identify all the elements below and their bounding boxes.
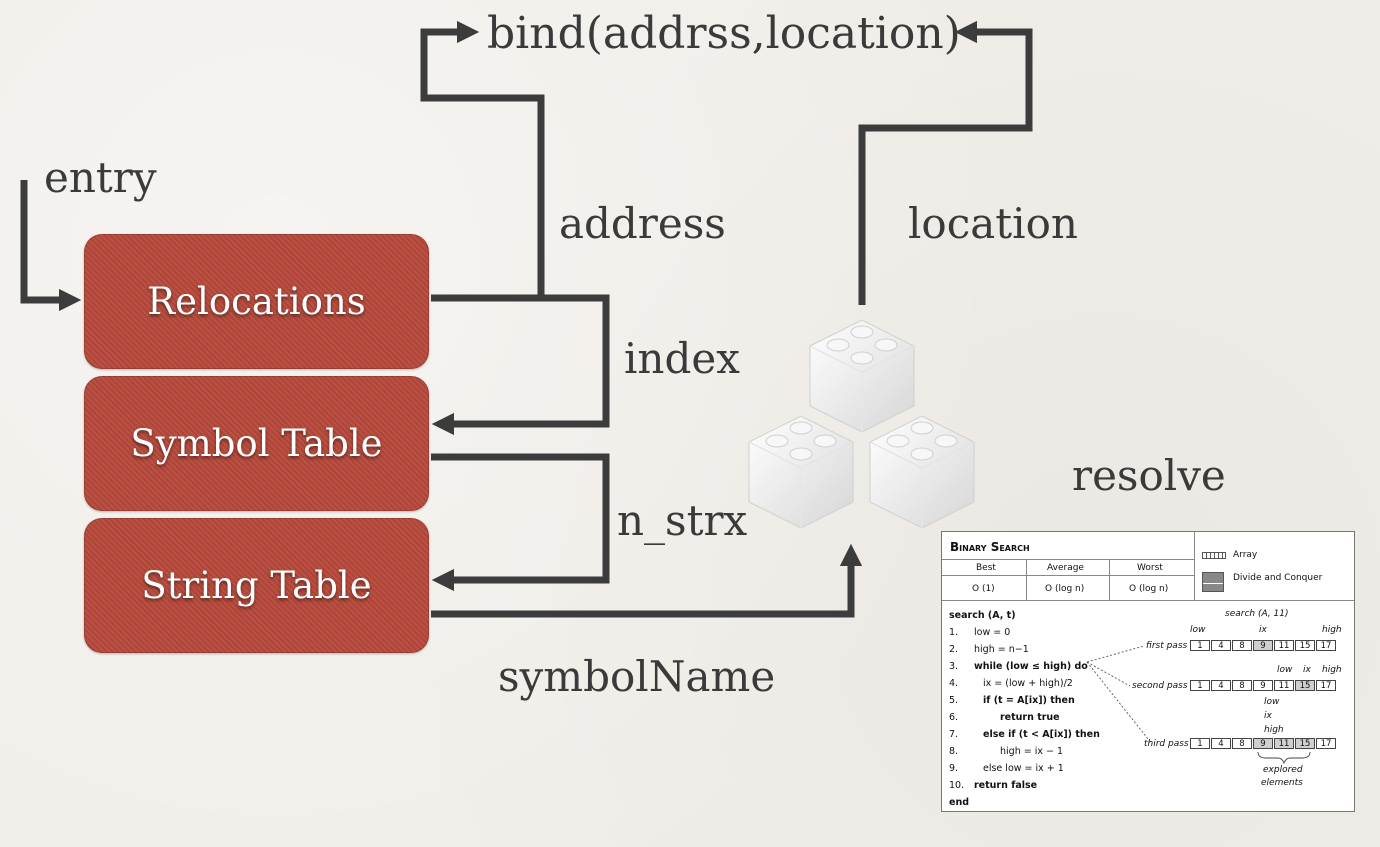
entry-label: entry: [44, 153, 157, 202]
location-label: location: [908, 199, 1078, 248]
location-arrow: [858, 20, 1033, 305]
array-cell: 11: [1274, 738, 1294, 749]
ix-pointer-3: ix: [1264, 711, 1272, 721]
value-worst: O (log n): [1129, 584, 1169, 594]
low-pointer-2: low: [1277, 665, 1293, 675]
search-call-label: search (A, 11): [1225, 609, 1289, 619]
array-cell: 1: [1190, 738, 1210, 749]
binary-search-card: Binary Search Best Average Worst O (1) O…: [941, 531, 1355, 812]
array-cell: 17: [1316, 640, 1336, 651]
pass-label: second pass: [1132, 681, 1188, 691]
pass-connectors: [1086, 645, 1311, 765]
array-cell: 4: [1211, 680, 1231, 691]
array-cell: 17: [1316, 738, 1336, 749]
code-line: 5.if (t = A[ix]) then: [949, 695, 1075, 706]
symbol-table-box: Symbol Table: [84, 376, 429, 511]
binary-search-title: Binary Search: [950, 540, 1030, 554]
array-cell: 9: [1253, 640, 1273, 651]
array-cell: 15: [1295, 640, 1315, 651]
nstrx-arrow: [431, 453, 610, 592]
array-cell: 11: [1274, 640, 1294, 651]
resolve-label: resolve: [1072, 451, 1226, 500]
array-legend-icon: [1202, 552, 1226, 559]
array-cell: 15: [1295, 738, 1315, 749]
string-table-box: String Table: [84, 518, 429, 653]
lego-brick-icon: [748, 415, 854, 529]
array-cell: 1: [1190, 640, 1210, 651]
bind-call-label: bind(addrss,location): [487, 8, 961, 59]
array-cell: 8: [1232, 640, 1252, 651]
entry-arrow: [20, 180, 82, 312]
lego-brick-icon: [869, 415, 975, 529]
low-pointer-3: low: [1264, 697, 1280, 707]
code-line: 10.return false: [949, 780, 1038, 791]
array-cell: 1: [1190, 680, 1210, 691]
index-label: index: [624, 334, 740, 383]
legend-array: Array: [1233, 550, 1258, 560]
array-cell: 9: [1253, 680, 1273, 691]
divide-conquer-legend-icon: [1202, 572, 1224, 592]
code-line: 6.return true: [949, 712, 1060, 723]
code-line: 8.high = ix − 1: [949, 746, 1064, 757]
symbol-table-box-label: Symbol Table: [130, 422, 383, 465]
array-cell: 15: [1295, 680, 1315, 691]
symbolname-arrow: [431, 543, 863, 618]
pass-label: third pass: [1144, 739, 1189, 749]
lego-brick-icon: [809, 319, 915, 433]
code-line: 9.else low = ix + 1: [949, 763, 1064, 774]
code-line: 2.high = n−1: [949, 644, 1029, 655]
high-pointer-2: high: [1322, 665, 1342, 675]
array-cell: 8: [1232, 680, 1252, 691]
array-cell: 4: [1211, 738, 1231, 749]
string-table-box-label: String Table: [141, 564, 372, 607]
code-line: 3.while (low ≤ high) do: [949, 661, 1088, 672]
nstrx-label: n_strx: [617, 496, 748, 545]
address-arrow: [420, 20, 545, 298]
array-cell: 8: [1232, 738, 1252, 749]
array-cell: 11: [1274, 680, 1294, 691]
code-line: 4.ix = (low + high)/2: [949, 678, 1073, 689]
ix-pointer-1: ix: [1259, 625, 1267, 635]
symbolname-label: symbolName: [498, 652, 776, 701]
index-arrow: [431, 294, 610, 436]
value-average: O (log n): [1045, 584, 1085, 594]
array-cell: 4: [1211, 640, 1231, 651]
value-best: O (1): [972, 584, 995, 594]
elements-label: elements: [1261, 778, 1303, 788]
header-worst: Worst: [1137, 563, 1163, 573]
code-line: 1.low = 0: [949, 627, 1011, 638]
low-pointer-1: low: [1190, 625, 1206, 635]
legend-divide-conquer: Divide and Conquer: [1233, 573, 1323, 583]
relocations-box-label: Relocations: [147, 280, 366, 323]
code-line: search (A, t): [949, 610, 1016, 621]
array-cell: 9: [1253, 738, 1273, 749]
pass-label: first pass: [1146, 641, 1188, 651]
relocations-box: Relocations: [84, 234, 429, 369]
header-best: Best: [976, 563, 996, 573]
explored-label: explored: [1263, 765, 1303, 775]
ix-pointer-2: ix: [1303, 665, 1311, 675]
high-pointer-3: high: [1264, 725, 1284, 735]
code-line: 7.else if (t < A[ix]) then: [949, 729, 1100, 740]
address-label: address: [559, 199, 726, 248]
header-average: Average: [1047, 563, 1084, 573]
high-pointer-1: high: [1322, 625, 1342, 635]
code-line: end: [949, 797, 970, 808]
array-cell: 17: [1316, 680, 1336, 691]
